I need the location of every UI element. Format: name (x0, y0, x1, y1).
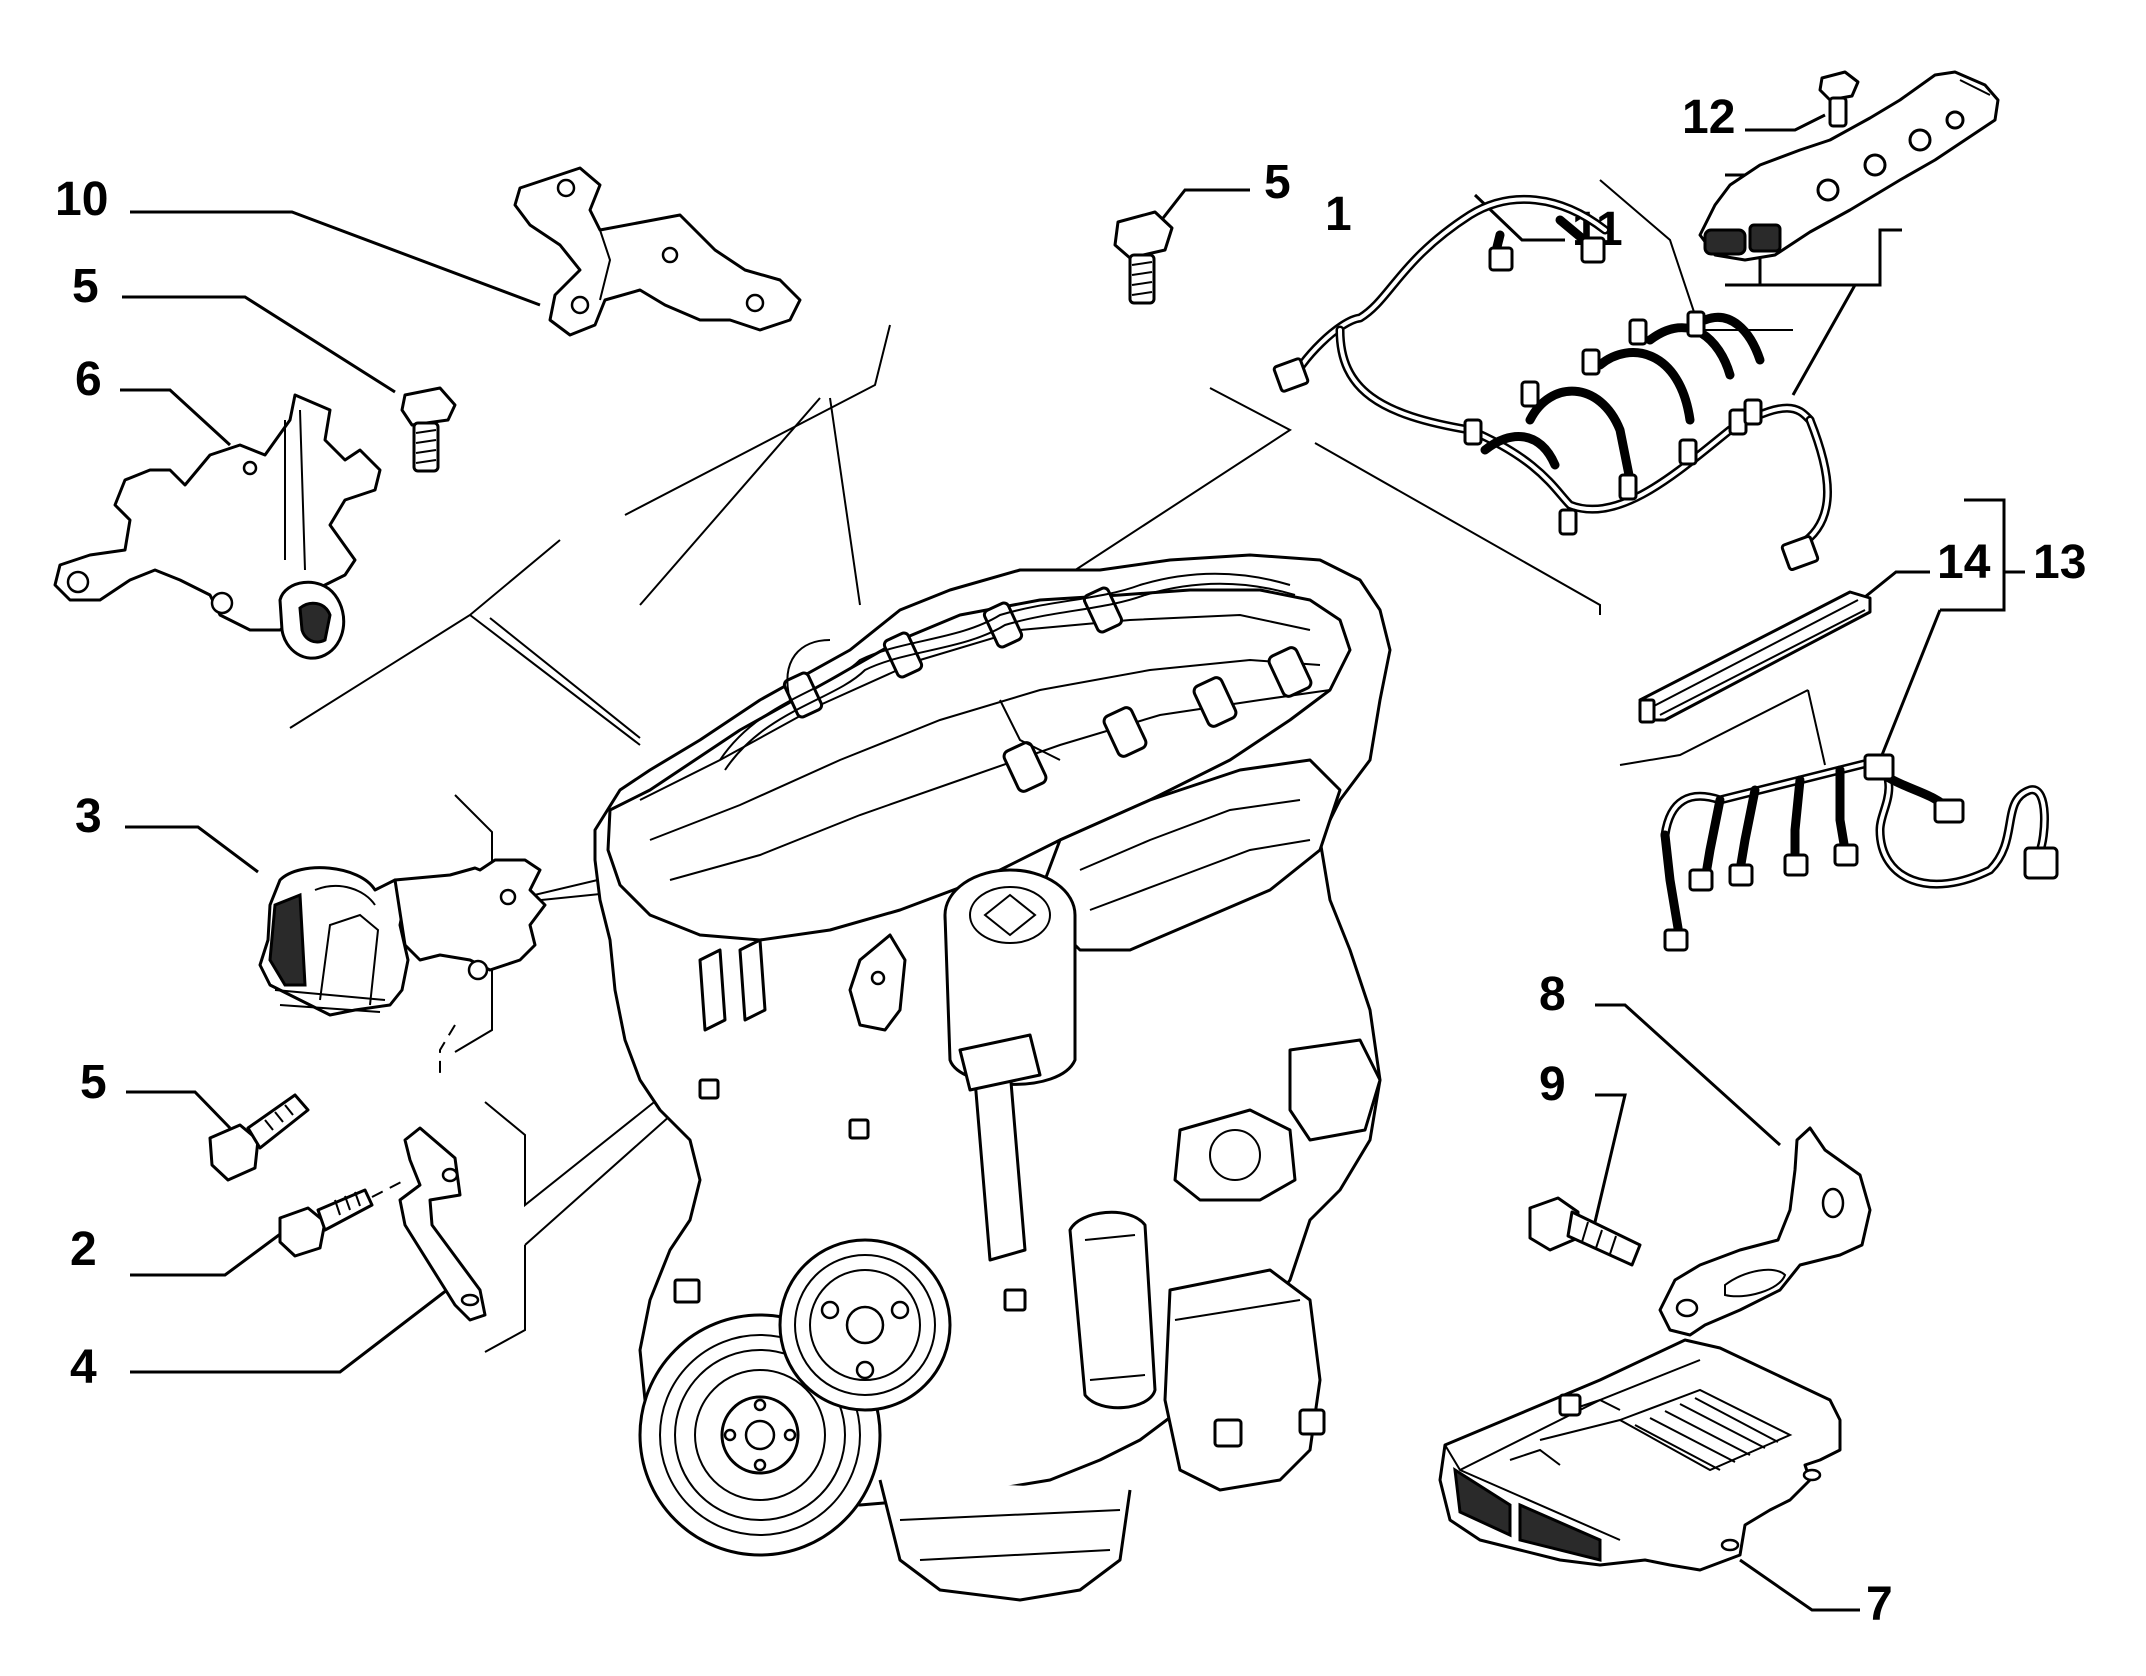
leader-2 (130, 1230, 284, 1277)
leader-1 (1791, 283, 1880, 396)
callout-9[interactable]: 9 (1539, 1058, 1566, 1111)
part-14-seal-strip[interactable] (1638, 590, 1872, 724)
part-8-ecu-bracket[interactable] (1658, 1126, 1872, 1337)
guide-13 (1619, 689, 1809, 766)
callout-2[interactable]: 2 (70, 1223, 97, 1276)
leader-5-top-left (122, 295, 396, 394)
part-4-l-bracket[interactable] (398, 1126, 487, 1322)
part-2-dashed-axis (371, 1179, 406, 1198)
part-5-bolt-top-left[interactable] (400, 386, 457, 473)
engine-pump-pulley (778, 1238, 952, 1412)
leader-5-left (126, 1090, 232, 1130)
part-5-bolt-left[interactable] (208, 1093, 310, 1182)
part-12-small-bolt[interactable] (1818, 70, 1860, 128)
part-10-bracket-plate[interactable] (513, 166, 802, 337)
leader-11 (1473, 193, 1565, 242)
callout-5-left[interactable]: 5 (80, 1056, 107, 1109)
callout-6[interactable]: 6 (75, 353, 102, 406)
callout-13[interactable]: 13 (2033, 536, 2086, 589)
leader-14 (1854, 570, 1930, 607)
callout-5-top-left[interactable]: 5 (72, 260, 99, 313)
callout-4[interactable]: 4 (70, 1341, 97, 1394)
leader-8 (1595, 1003, 1782, 1147)
guide-4c (484, 1245, 526, 1353)
callout-7[interactable]: 7 (1866, 1578, 1893, 1631)
leader-7 (1739, 1558, 1860, 1612)
part-2-bolt[interactable] (278, 1188, 374, 1258)
part-9-bolt[interactable] (1528, 1196, 1642, 1267)
callout-3[interactable]: 3 (75, 790, 102, 843)
engine-pulley (638, 1313, 882, 1557)
part-3-sensor-bracket[interactable] (258, 858, 547, 1017)
callout-12[interactable]: 12 (1682, 91, 1735, 144)
guide-1 (1059, 387, 1292, 581)
guide-6b (469, 614, 641, 746)
leader-lines (120, 113, 2025, 1612)
leader-12 (1745, 113, 1826, 132)
guide-10 (624, 324, 891, 516)
part-13-injector-harness[interactable] (1660, 753, 2059, 952)
callout-10[interactable]: 10 (55, 173, 108, 226)
leader-5-top-center (1158, 188, 1250, 223)
part-11-rail-cover[interactable] (1698, 70, 2000, 262)
engine-assembly (593, 553, 1392, 1602)
leader-3 (125, 825, 259, 874)
callout-1[interactable]: 1 (1325, 188, 1352, 241)
part-5-bolt-top-center[interactable] (1113, 210, 1174, 305)
leader-9 (1593, 1093, 1627, 1223)
part-7-ecu-module[interactable] (1438, 1338, 1842, 1572)
leader-4 (130, 1278, 461, 1374)
callout-8[interactable]: 8 (1539, 968, 1566, 1021)
part-1-wiring-harness[interactable] (1272, 194, 1832, 572)
leader-13 (1878, 609, 1942, 761)
bracket-13 (1940, 498, 2006, 612)
guide-10c (639, 397, 821, 606)
callout-5-top-center[interactable]: 5 (1264, 156, 1291, 209)
guide-13b (1807, 689, 1826, 766)
guide-1b (1314, 442, 1601, 615)
leader-10 (130, 210, 541, 307)
guide-10b (829, 397, 861, 606)
leader-6 (120, 388, 232, 447)
leader-1-group (1760, 228, 1902, 287)
part-6-clip-bracket[interactable] (53, 393, 382, 660)
engine-oil-filter (943, 868, 1077, 1086)
guide-6c (489, 617, 641, 739)
callout-14[interactable]: 14 (1937, 536, 1991, 589)
part-3-dashed-axis (439, 1024, 456, 1075)
engine-injectors (782, 586, 1313, 793)
